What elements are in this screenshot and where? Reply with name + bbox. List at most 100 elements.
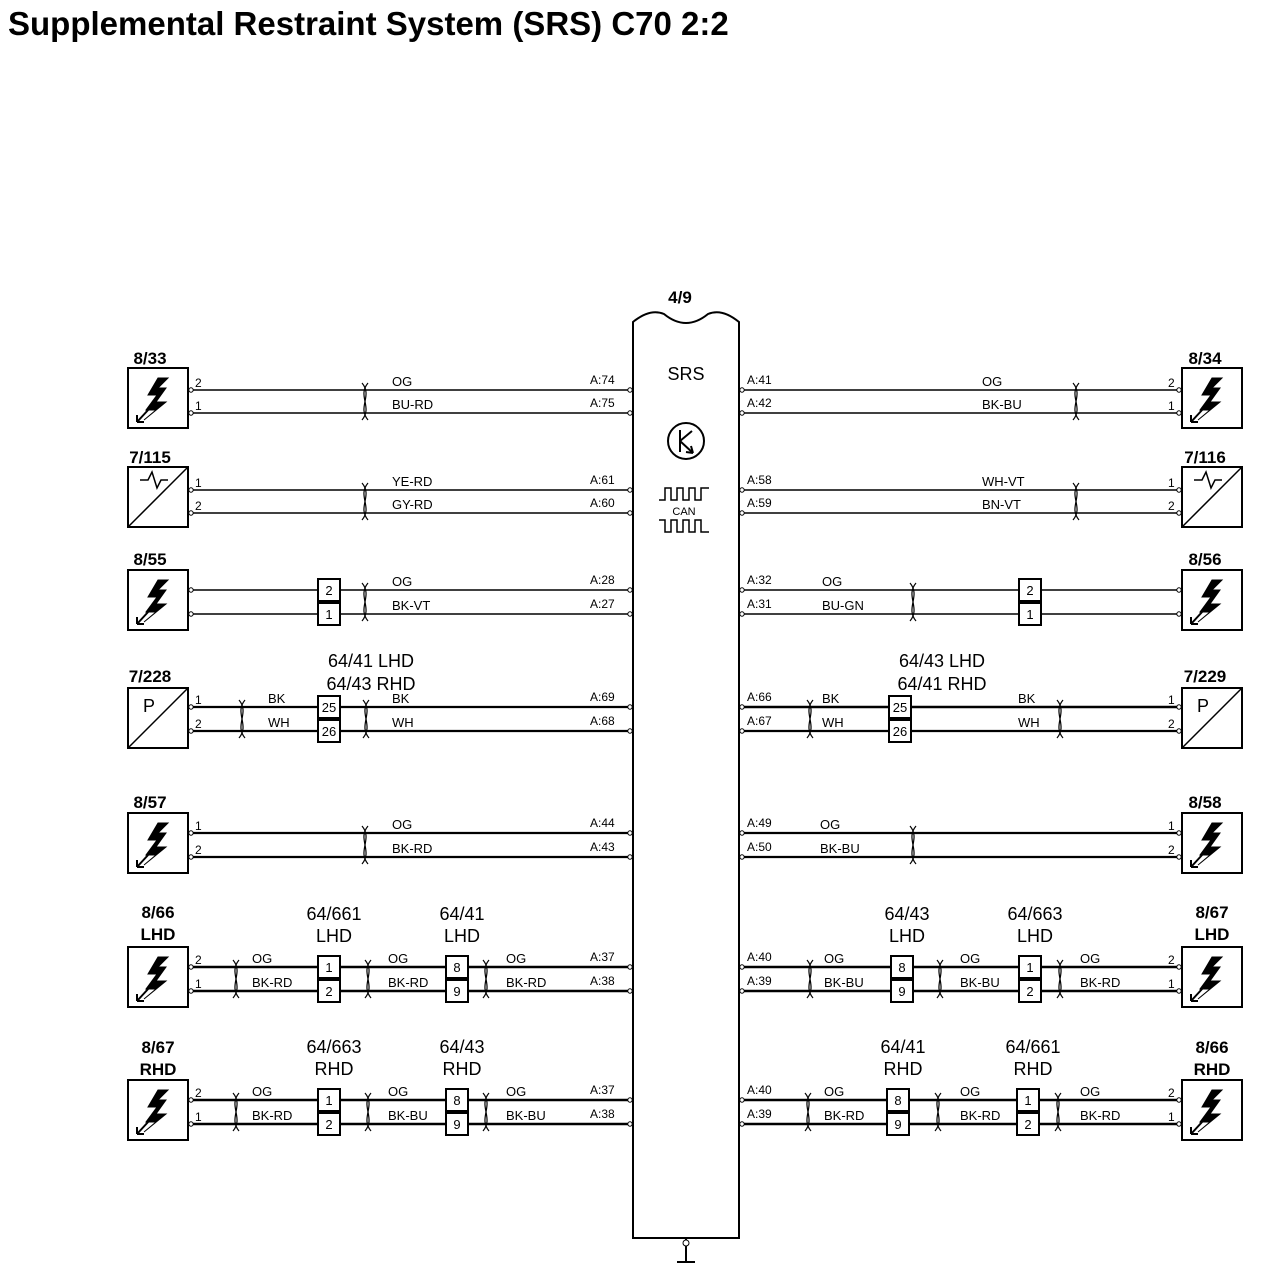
device-id: 7/116 <box>1184 448 1226 467</box>
device-squib-lightning <box>127 946 189 1008</box>
module-pin-label: A:40 <box>747 950 772 964</box>
connector-pin-number: 8 <box>894 1093 901 1108</box>
twist-curve-b <box>482 1092 490 1132</box>
sensor-diagonal <box>1181 687 1243 749</box>
connector-pin-number: 1 <box>325 607 332 622</box>
twist-curve-b <box>238 699 246 739</box>
wire-color-label: OG <box>252 1084 272 1099</box>
device-terminal <box>188 830 194 836</box>
device-squib-lightning <box>127 1079 189 1141</box>
squib-lightning-icon <box>136 579 170 625</box>
device-terminal <box>1176 387 1182 393</box>
module-terminal <box>739 387 745 393</box>
module-pin-label: A:50 <box>747 840 772 854</box>
squib-lightning-icon <box>1190 377 1224 423</box>
twist-curve-b <box>361 382 369 421</box>
lightning-arrow <box>1190 610 1204 625</box>
wire-color-label: WH <box>392 715 414 730</box>
device-pin-number: 1 <box>1168 476 1175 490</box>
module-terminal <box>627 387 633 393</box>
device-squib-lightning <box>1181 946 1243 1008</box>
device-id: 8/56 <box>1188 550 1221 569</box>
module-terminal <box>627 410 633 416</box>
module-terminal <box>739 830 745 836</box>
twist-curve-b <box>361 582 369 622</box>
twist-curve-b <box>936 959 944 999</box>
connector-name: RHD <box>1014 1059 1053 1079</box>
module-pin-label: A:49 <box>747 816 772 830</box>
wire-color-label: OG <box>824 951 844 966</box>
twist-curve-b <box>909 825 917 865</box>
module-pin-label: A:38 <box>590 974 615 988</box>
wire-color-label: OG <box>1080 1084 1100 1099</box>
device-terminal <box>1176 611 1182 617</box>
lightning-bolt <box>1197 822 1224 866</box>
lightning-bolt <box>1197 1089 1224 1133</box>
wire-color-label: GY-RD <box>392 497 433 512</box>
connector-cavity <box>1018 578 1042 602</box>
device-pin-number: 1 <box>1168 693 1175 707</box>
wire-color-label: OG <box>392 817 412 832</box>
module-terminal <box>627 704 633 710</box>
twist-curve-b <box>934 1092 942 1132</box>
device-terminal <box>1176 728 1182 734</box>
module-pin-label: A:41 <box>747 373 772 387</box>
twist-curve-b <box>1072 382 1080 421</box>
twisted-pair-marker <box>936 959 944 999</box>
module-terminal <box>739 1097 745 1103</box>
connector-cavity <box>890 979 914 1003</box>
module-terminal <box>739 1121 745 1127</box>
device-sensor-waveform <box>1181 466 1243 528</box>
connector-cavity <box>445 1112 469 1136</box>
module-pin-label: A:40 <box>747 1083 772 1097</box>
device-squib-lightning <box>127 569 189 631</box>
connector-pin-number: 2 <box>1026 583 1033 598</box>
device-pin-number: 1 <box>195 476 202 490</box>
twist-curve-b <box>364 959 372 999</box>
twist-curve-b <box>1072 482 1080 521</box>
wire-color-label: OG <box>392 374 412 389</box>
connector-cavity <box>317 979 341 1003</box>
device-pin-number: 2 <box>195 953 202 967</box>
connector-cavity <box>890 955 914 979</box>
wire-color-label: BK-RD <box>388 975 428 990</box>
device-pin-number: 1 <box>1168 1110 1175 1124</box>
device-terminal <box>1176 830 1182 836</box>
connector-pin-number: 25 <box>322 700 336 715</box>
module-pin-label: A:60 <box>590 496 615 510</box>
twist-curve-b <box>804 1092 812 1132</box>
wire-color-label: OG <box>960 1084 980 1099</box>
module-terminal <box>627 587 633 593</box>
lightning-bolt <box>143 377 170 421</box>
circuit-row-8-66-rhd: 8/66RHD2A:401A:398964/41RHD1264/661RHDOG… <box>739 1037 1243 1141</box>
wire-color-label: BK-BU <box>960 975 1000 990</box>
sensor-wave <box>140 470 168 490</box>
device-terminal <box>188 728 194 734</box>
device-id: 8/66 <box>141 903 174 922</box>
connector-cavity <box>1016 1112 1040 1136</box>
module-id: 4/9 <box>668 288 692 307</box>
wire-color-label: OG <box>388 951 408 966</box>
can-wave-bottom <box>659 519 709 533</box>
device-pin-number: 2 <box>195 1086 202 1100</box>
connector-cavity <box>317 578 341 602</box>
module-terminal <box>627 830 633 836</box>
inline-connector: 21 <box>317 578 341 626</box>
device-squib-lightning <box>127 367 189 429</box>
connector-cavity <box>317 1112 341 1136</box>
device-variant: LHD <box>141 925 176 944</box>
lightning-arrow <box>1190 987 1204 1002</box>
twisted-pair-marker <box>361 382 369 421</box>
device-id: 8/33 <box>133 349 166 368</box>
connector-pin-number: 9 <box>453 1117 460 1132</box>
twist-curve-b <box>909 582 917 622</box>
device-pin-number: 1 <box>195 399 202 413</box>
device-terminal <box>188 988 194 994</box>
device-terminal <box>188 854 194 860</box>
